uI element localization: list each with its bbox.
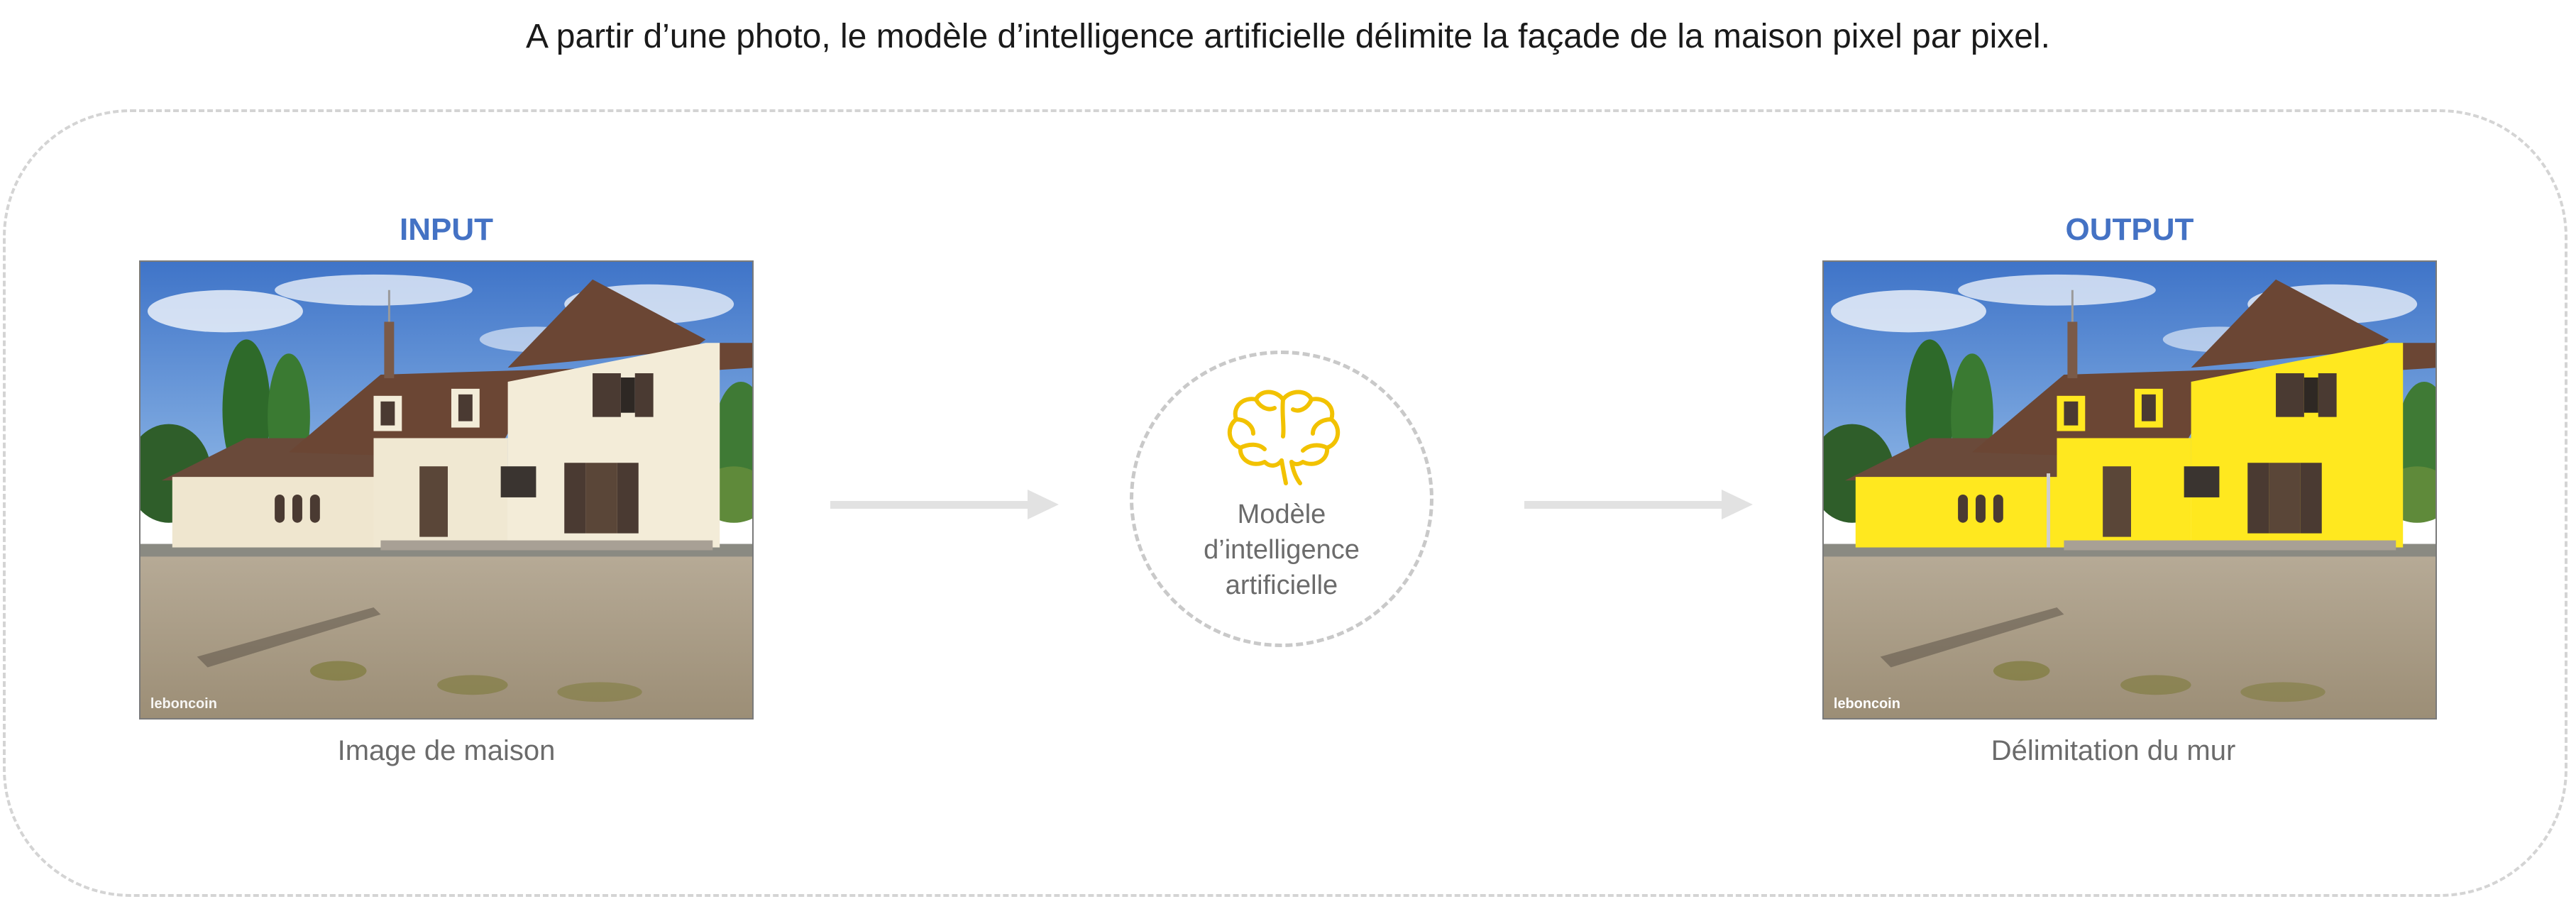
model-label-line3: artificielle xyxy=(1225,570,1338,600)
model-label-line2: d’intelligence xyxy=(1204,535,1360,565)
input-house-photo: leboncoin xyxy=(139,260,754,720)
input-watermark: leboncoin xyxy=(150,696,217,712)
model-label: Modèle d’intelligence artificielle xyxy=(1130,497,1433,603)
model-circle xyxy=(1130,351,1433,647)
input-caption: Image de maison xyxy=(337,735,556,766)
brain-icon xyxy=(1228,390,1340,485)
output-house-photo: leboncoin xyxy=(1822,260,2437,720)
input-title: INPUT xyxy=(400,212,493,247)
output-title: OUTPUT xyxy=(2065,212,2194,247)
diagram-frame xyxy=(3,109,2567,897)
arrow-right-icon xyxy=(1524,490,1753,519)
house-illustration: leboncoin xyxy=(141,262,752,718)
page-caption: A partir d’une photo, le modèle d’intell… xyxy=(526,18,2050,55)
output-caption: Délimitation du mur xyxy=(1991,735,2236,766)
house-segmentation-illustration: leboncoin xyxy=(1824,262,2435,718)
arrow-right-icon xyxy=(830,490,1059,519)
output-watermark: leboncoin xyxy=(1834,696,1900,712)
model-label-line1: Modèle xyxy=(1237,500,1326,529)
